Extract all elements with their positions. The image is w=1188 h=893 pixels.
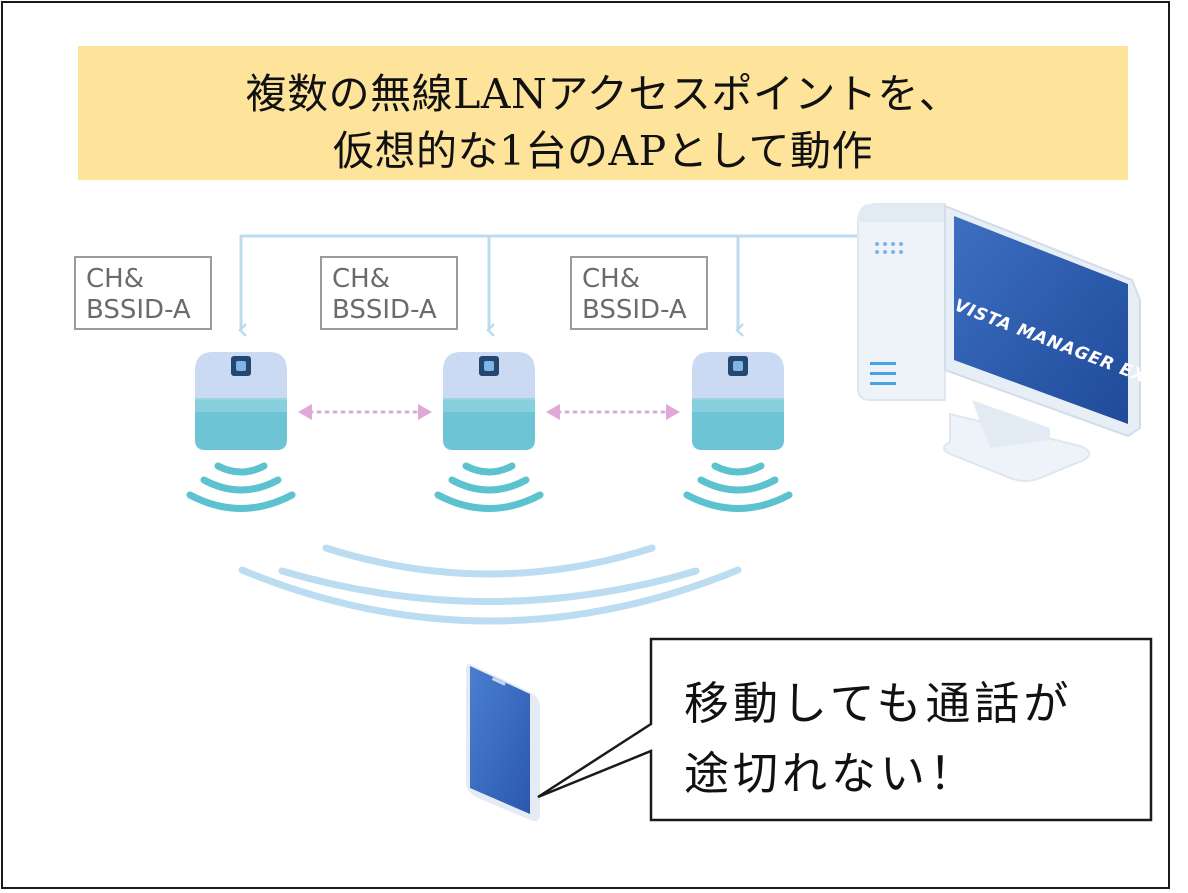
- wifi-signal-ap1: [186, 462, 296, 512]
- network-lines: [238, 234, 868, 337]
- wifi-signal-ap2: [434, 462, 544, 512]
- ap-label-3-line-1: CH&: [582, 264, 640, 294]
- ap-label-2: CH& BSSID-A: [320, 256, 458, 330]
- title-band: 複数の無線LANアクセスポイントを、 仮想的な1台のAPとして動作: [78, 46, 1128, 180]
- server-tower: [857, 203, 946, 401]
- callout-bubble: [537, 637, 1153, 822]
- ap-label-1-line-1: CH&: [86, 264, 144, 294]
- callout-line-1: 移動しても通話が: [684, 677, 1073, 730]
- monitor-screen: [954, 216, 1128, 424]
- ap-label-2-line-1: CH&: [332, 264, 390, 294]
- wifi-signal-ap3: [683, 462, 793, 512]
- network-line-ap1: [238, 234, 868, 337]
- access-point-1: [195, 352, 287, 450]
- ap-label-1-line-2: BSSID-A: [86, 295, 191, 325]
- title-line-2: 仮想的な1台のAPとして動作: [332, 127, 874, 175]
- roaming-link-2-3: [546, 404, 680, 420]
- ap-label-3-line-2: BSSID-A: [582, 295, 687, 325]
- callout-line-2: 途切れない！: [684, 747, 979, 800]
- access-point-2: [443, 352, 535, 450]
- mobile-screen: [470, 666, 530, 814]
- monitor: [943, 204, 1141, 482]
- mobile-device: [466, 663, 540, 822]
- access-point-3: [692, 352, 784, 450]
- roaming-link-1-2: [298, 404, 432, 420]
- coverage-arcs: [238, 544, 742, 625]
- ap-label-1: CH& BSSID-A: [74, 256, 212, 330]
- ap-label-2-line-2: BSSID-A: [332, 295, 437, 325]
- title-line-1: 複数の無線LANアクセスポイントを、: [245, 70, 961, 118]
- ap-label-3: CH& BSSID-A: [570, 256, 708, 330]
- diagram-border: [1, 1, 1170, 889]
